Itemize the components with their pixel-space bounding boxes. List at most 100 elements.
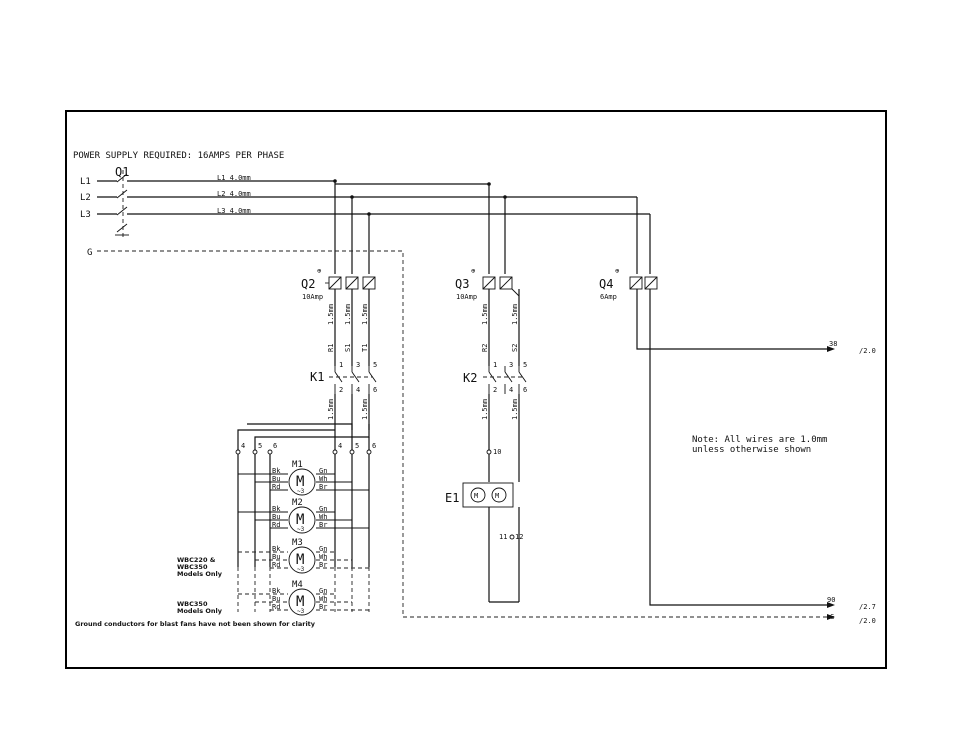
- wire-size-t1: 1.5mm: [361, 304, 369, 325]
- q4-rating: 6Amp: [600, 293, 617, 301]
- wire-size-k2-out-2: 1.5mm: [511, 399, 519, 420]
- motor-3-left-0: Bk: [272, 545, 281, 553]
- terminal-row-left: [235, 449, 372, 455]
- q4-label: Q4: [599, 277, 613, 291]
- wire-size-s1: 1.5mm: [344, 304, 352, 325]
- k2-contactor: [483, 366, 527, 394]
- q3-label: Q3: [455, 277, 469, 291]
- k1-term-4: 4: [356, 386, 360, 394]
- models-note-2-line-2: Models Only: [177, 607, 223, 615]
- supply-bus: [97, 179, 651, 274]
- e1-fan-2-letter: M: [495, 492, 499, 500]
- k2-term-6: 6: [523, 386, 527, 394]
- supply-header: POWER SUPPLY REQUIRED: 16AMPS PER PHASE: [73, 151, 284, 161]
- k1-term-1: 1: [339, 361, 343, 369]
- line-label-l1: L1: [80, 177, 91, 187]
- term-left-5: 5: [258, 442, 262, 450]
- motor-3-label: M3: [292, 538, 303, 548]
- motor-4-right-0: Gn: [319, 587, 327, 595]
- motor-1-label: M1: [292, 460, 303, 470]
- ground-out-ref: /2.0: [859, 617, 876, 625]
- motor-2-phase: ~3: [297, 526, 305, 533]
- wire-size-k1-out-1: 1.5mm: [327, 399, 335, 420]
- motor-4-right-2: Br: [319, 603, 327, 611]
- motor-2-left-1: Bu: [272, 513, 280, 521]
- motor-3-phase: ~3: [297, 566, 305, 573]
- wire-id-t1: T1: [361, 344, 369, 352]
- cable-label-l3: L3 4.0mm: [217, 207, 251, 215]
- q2-breaker: ⊕: [317, 267, 376, 290]
- wire-id-s2: S2: [511, 344, 519, 352]
- svg-text:⊕: ⊕: [317, 267, 322, 275]
- k1-label: K1: [310, 370, 324, 384]
- motor-1-left-1: Bu: [272, 475, 280, 483]
- motor-3-right-2: Br: [319, 561, 327, 569]
- motor-2-label: M2: [292, 498, 303, 508]
- q2-label: Q2: [301, 277, 315, 291]
- k2-term-1: 1: [493, 361, 497, 369]
- note-line-1: Note: All wires are 1.0mm: [692, 435, 827, 445]
- ground-conductor-note: Ground conductors for blast fans have no…: [75, 620, 316, 628]
- motor-1-letter: M: [296, 474, 304, 490]
- e1-return-wires: [488, 507, 520, 603]
- wire-size-t2: 1.5mm: [511, 304, 519, 325]
- motor-group: M1M~3BkBuRdGnWhBrM2M~3BkBuRdGnWhBrM3M~3B…: [238, 460, 369, 616]
- k2-supply-wires: [488, 288, 520, 366]
- wire-90: [649, 289, 827, 606]
- motor-3-right-1: Wh: [319, 553, 327, 561]
- term-10: 10: [493, 448, 501, 456]
- wire-38: [636, 289, 827, 350]
- wire-id-s1: S1: [344, 344, 352, 352]
- motor-4-left-1: Bu: [272, 595, 280, 603]
- line-label-l3: L3: [80, 210, 91, 220]
- q3-breaker: ⊕: [471, 267, 513, 290]
- motor-3-left-1: Bu: [272, 553, 280, 561]
- wiring-schematic: POWER SUPPLY REQUIRED: 16AMPS PER PHASE …: [73, 151, 876, 628]
- e1-fan-1-letter: M: [474, 492, 478, 500]
- motor-bus: [237, 454, 370, 612]
- q4-breaker: ⊕: [615, 267, 658, 290]
- term-left-6: 6: [273, 442, 277, 450]
- ground-conductor: [97, 250, 827, 618]
- motor-4-label: M4: [292, 580, 303, 590]
- svg-text:⊕: ⊕: [471, 267, 476, 275]
- term-right-6: 6: [372, 442, 376, 450]
- e1-heater: [462, 482, 514, 508]
- term-12: 12: [515, 533, 523, 541]
- wire-size-k2-out-1: 1.5mm: [481, 399, 489, 420]
- motor-3-letter: M: [296, 552, 304, 568]
- k2-output-wires: [486, 394, 520, 482]
- k2-term-5: 5: [523, 361, 527, 369]
- motor-4-phase: ~3: [297, 608, 305, 615]
- motor-1-right-2: Br: [319, 483, 327, 491]
- wire-id-r2: R2: [481, 344, 489, 352]
- motor-2-right-2: Br: [319, 521, 327, 529]
- term-left-4: 4: [241, 442, 245, 450]
- models-note-1-line-1: WBC220 &: [177, 556, 216, 564]
- isolator-label: Q1: [115, 165, 129, 179]
- ground-out-label: G: [830, 613, 834, 621]
- motor-1-phase: ~3: [297, 488, 305, 495]
- k2-label: K2: [463, 371, 477, 385]
- motor-4-left-0: Bk: [272, 587, 281, 595]
- k1-supply-wires: [334, 289, 370, 366]
- q3-rating: 10Amp: [456, 293, 477, 301]
- motor-4-left-2: Rd: [272, 603, 280, 611]
- wire-90-label: 90: [827, 596, 835, 604]
- motor-2-left-0: Bk: [272, 505, 281, 513]
- models-note-1-line-3: Models Only: [177, 570, 223, 578]
- term-right-4: 4: [338, 442, 342, 450]
- ground-label: G: [87, 248, 92, 258]
- wire-size-r2: 1.5mm: [481, 304, 489, 325]
- cable-label-l2: L2 4.0mm: [217, 190, 251, 198]
- motor-1-left-0: Bk: [272, 467, 281, 475]
- wire-38-label: 38: [829, 340, 837, 348]
- wire-size-k1-out-2: 1.5mm: [361, 399, 369, 420]
- motor-2-letter: M: [296, 512, 304, 528]
- line-label-l2: L2: [80, 193, 91, 203]
- wire-size-r1: 1.5mm: [327, 304, 335, 325]
- k1-term-6: 6: [373, 386, 377, 394]
- term-right-5: 5: [355, 442, 359, 450]
